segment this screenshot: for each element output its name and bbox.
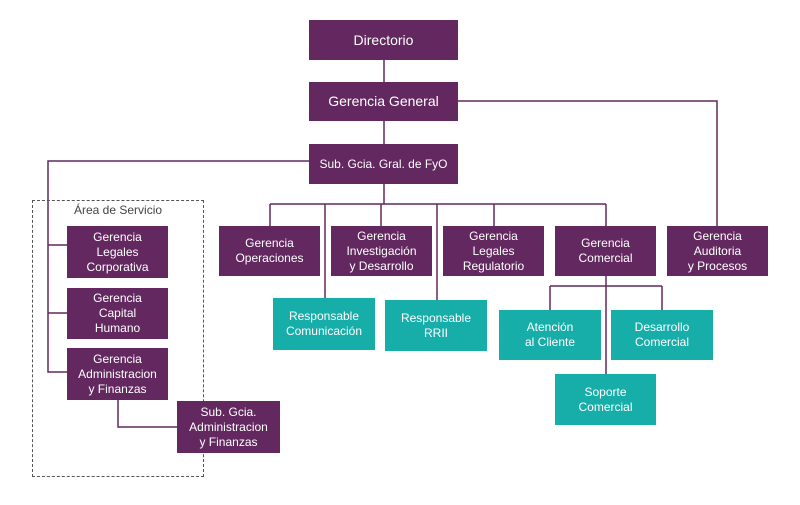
node-soporte-comercial: Soporte Comercial (555, 374, 656, 425)
node-rrii: Responsable RRII (385, 300, 487, 351)
node-sub-admin-finanzas: Sub. Gcia. Administracion y Finanzas (177, 401, 280, 453)
node-comercial: Gerencia Comercial (555, 226, 656, 276)
node-directorio: Directorio (309, 20, 458, 60)
service-area-boundary (32, 200, 204, 477)
node-operaciones: Gerencia Operaciones (219, 226, 320, 276)
node-atencion: Atención al Cliente (499, 310, 601, 360)
node-auditoria: Gerencia Auditoria y Procesos (667, 226, 768, 276)
node-investigacion: Gerencia Investigación y Desarrollo (331, 226, 432, 276)
node-admin-finanzas: Gerencia Administracion y Finanzas (67, 348, 168, 400)
service-area-label: Área de Servicio (74, 203, 163, 217)
node-gerencia-general: Gerencia General (309, 82, 458, 121)
node-capital-humano: Gerencia Capital Humano (67, 288, 168, 339)
node-legales-corporativa: Gerencia Legales Corporativa (67, 226, 168, 278)
node-comunicacion: Responsable Comunicación (273, 298, 375, 350)
node-legales-regulatorio: Gerencia Legales Regulatorio (443, 226, 544, 276)
node-desarrollo-comercial: Desarrollo Comercial (611, 310, 713, 360)
node-sub-gcia-fyo: Sub. Gcia. Gral. de FyO (309, 144, 458, 184)
